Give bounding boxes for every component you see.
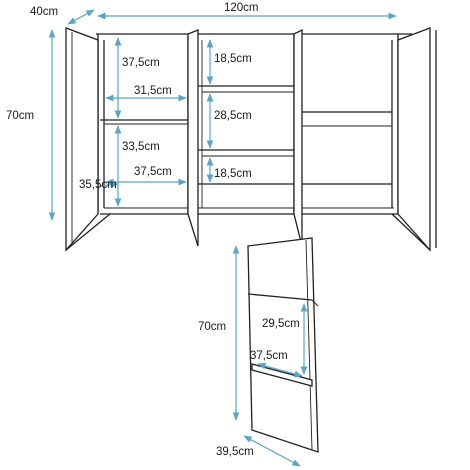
middle-left-door — [187, 29, 199, 247]
right-door-bottom — [391, 213, 431, 251]
door-inner-width-arrow — [257, 362, 303, 378]
right-open-door — [397, 27, 431, 252]
width-label: 120cm — [224, 2, 259, 14]
door-width-label: 39,5cm — [216, 446, 254, 458]
cabinet — [65, 27, 437, 252]
middle-compartment-dimensions: 18,5cm 28,5cm 18,5cm — [206, 39, 252, 183]
left-shelf-top-label: 37,5cm — [122, 57, 160, 69]
door-panel — [247, 237, 319, 453]
door-inner-width-label: 37,5cm — [250, 350, 288, 362]
mid-top-label: 18,5cm — [214, 53, 252, 65]
left-width-lower-label: 37,5cm — [134, 166, 172, 178]
depth-label: 40cm — [30, 6, 58, 18]
separate-door: 70cm 29,5cm 37,5cm 39,5cm — [198, 237, 319, 467]
left-door-bottom — [65, 213, 111, 251]
door-inner-height-label: 29,5cm — [262, 318, 300, 330]
outer-dimensions: 40cm 120cm 70cm — [6, 2, 397, 221]
left-shelf-lower-label: 33,5cm — [122, 141, 160, 153]
left-open-door — [65, 27, 99, 252]
left-door-edge-arrow — [99, 181, 119, 189]
mid-middle-label: 28,5cm — [214, 110, 252, 122]
door-width-arrow — [243, 435, 301, 467]
mid-bottom-label: 18,5cm — [214, 168, 252, 180]
height-label: 70cm — [6, 110, 34, 122]
door-height-label: 70cm — [198, 321, 226, 333]
door-panel-edge — [305, 239, 313, 451]
left-door-edge-label: 35,5cm — [79, 179, 117, 191]
left-compartment-dimensions: 37,5cm 31,5cm 33,5cm 37,5cm 35,5cm — [79, 37, 187, 207]
left-width-upper-label: 31,5cm — [134, 85, 172, 97]
depth-arrow — [67, 9, 95, 25]
middle-right-door — [293, 28, 303, 247]
door-upper-crease — [247, 293, 313, 301]
door-crease-edge — [311, 299, 319, 307]
